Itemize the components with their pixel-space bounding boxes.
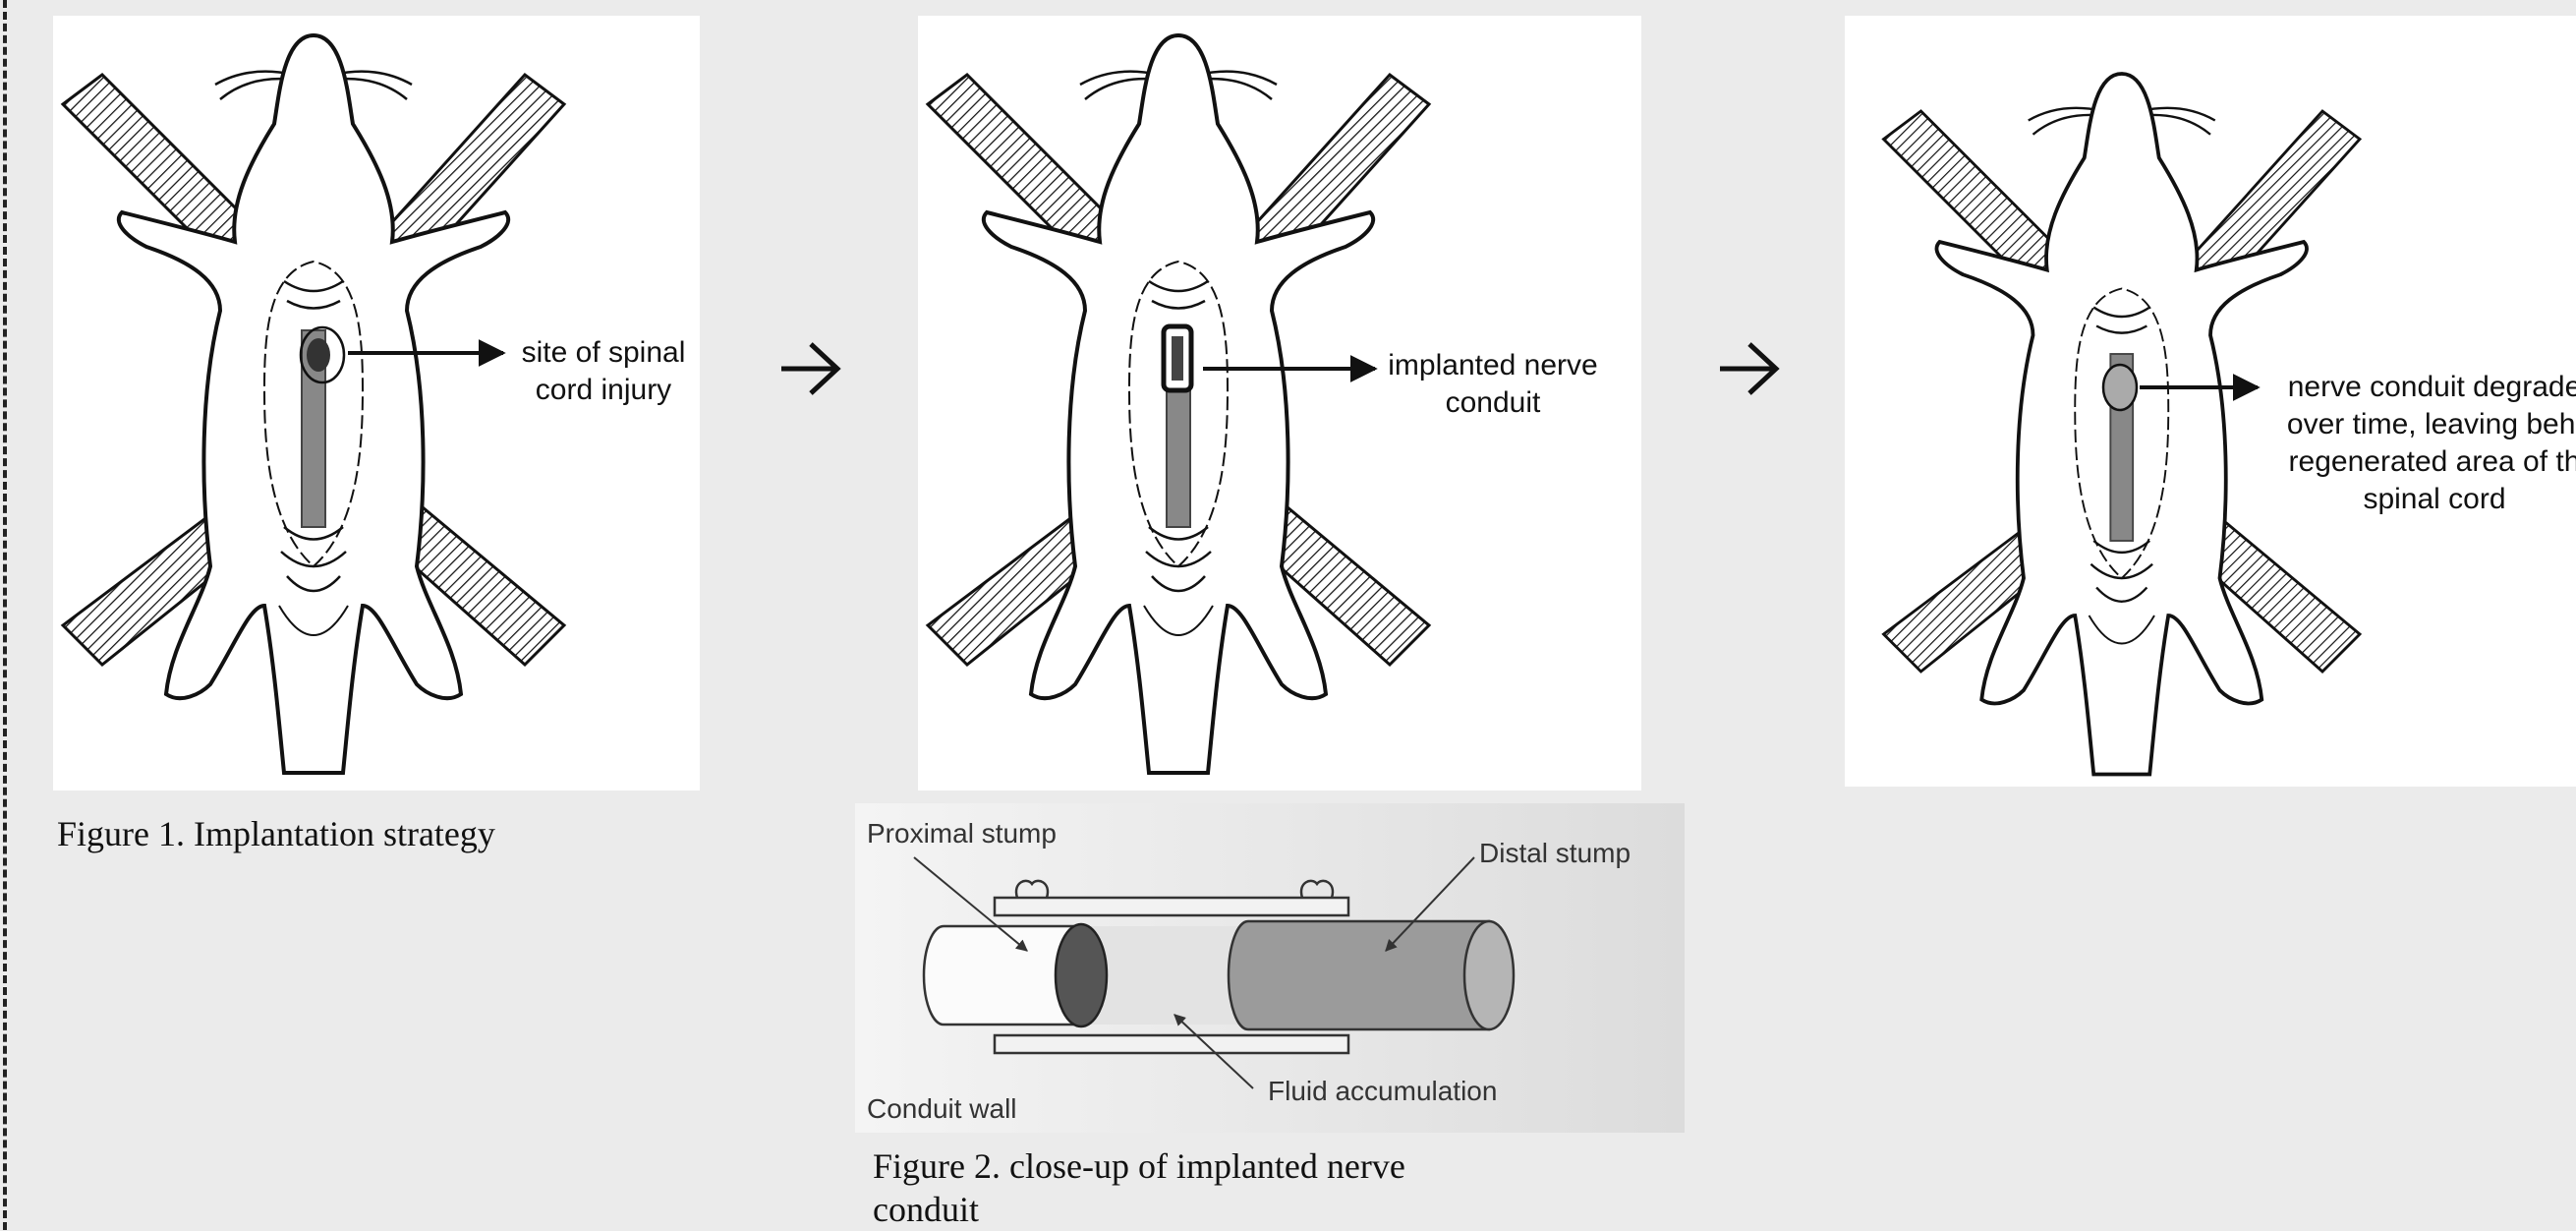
panel-1-label-line-1: site of spinal [522,336,686,369]
panel-injury: site of spinal cord injury [53,16,700,791]
conduit-closeup-figure: Proximal stump Distal stump Conduit wall… [855,803,1685,1133]
figure-2-caption-line-2: conduit [873,1188,1405,1231]
fluid-accumulation-label: Fluid accumulation [1268,1076,1497,1106]
panel-2-label-line-2: conduit [1446,386,1541,419]
distal-stump [1229,921,1489,1029]
distal-stump-label: Distal stump [1479,838,1631,868]
panel-3-label-line-1: nerve conduit degrade [2288,371,2576,403]
page-left-border [3,0,7,1230]
regenerated-area-marker [2103,365,2137,410]
panel-1-label-line-2: cord injury [536,374,671,406]
panel-regenerated: nerve conduit degrade over time, leaving… [1845,16,2576,787]
step-arrow-icon [776,339,845,398]
proximal-stump-label: Proximal stump [867,818,1057,849]
conduit-wall-bottom [995,1035,1348,1053]
panel-2-label-line-1: implanted nerve [1388,349,1597,381]
figure-1-caption: Figure 1. Implantation strategy [57,812,495,855]
step-arrow-icon [1715,339,1784,398]
panel-3-label-line-4: spinal cord [2363,483,2505,515]
panel-conduit-implanted: implanted nerve conduit [918,16,1641,791]
panel-3-label-line-3: regenerated area of th [2289,445,2576,478]
conduit-wall-label: Conduit wall [867,1093,1017,1124]
panel-3-label-line-2: over time, leaving behi [2287,408,2576,440]
conduit-wall-top [995,898,1348,915]
figure-2-caption-line-1: Figure 2. close-up of implanted nerve [873,1144,1405,1188]
figure-2-caption: Figure 2. close-up of implanted nerve co… [873,1144,1405,1231]
